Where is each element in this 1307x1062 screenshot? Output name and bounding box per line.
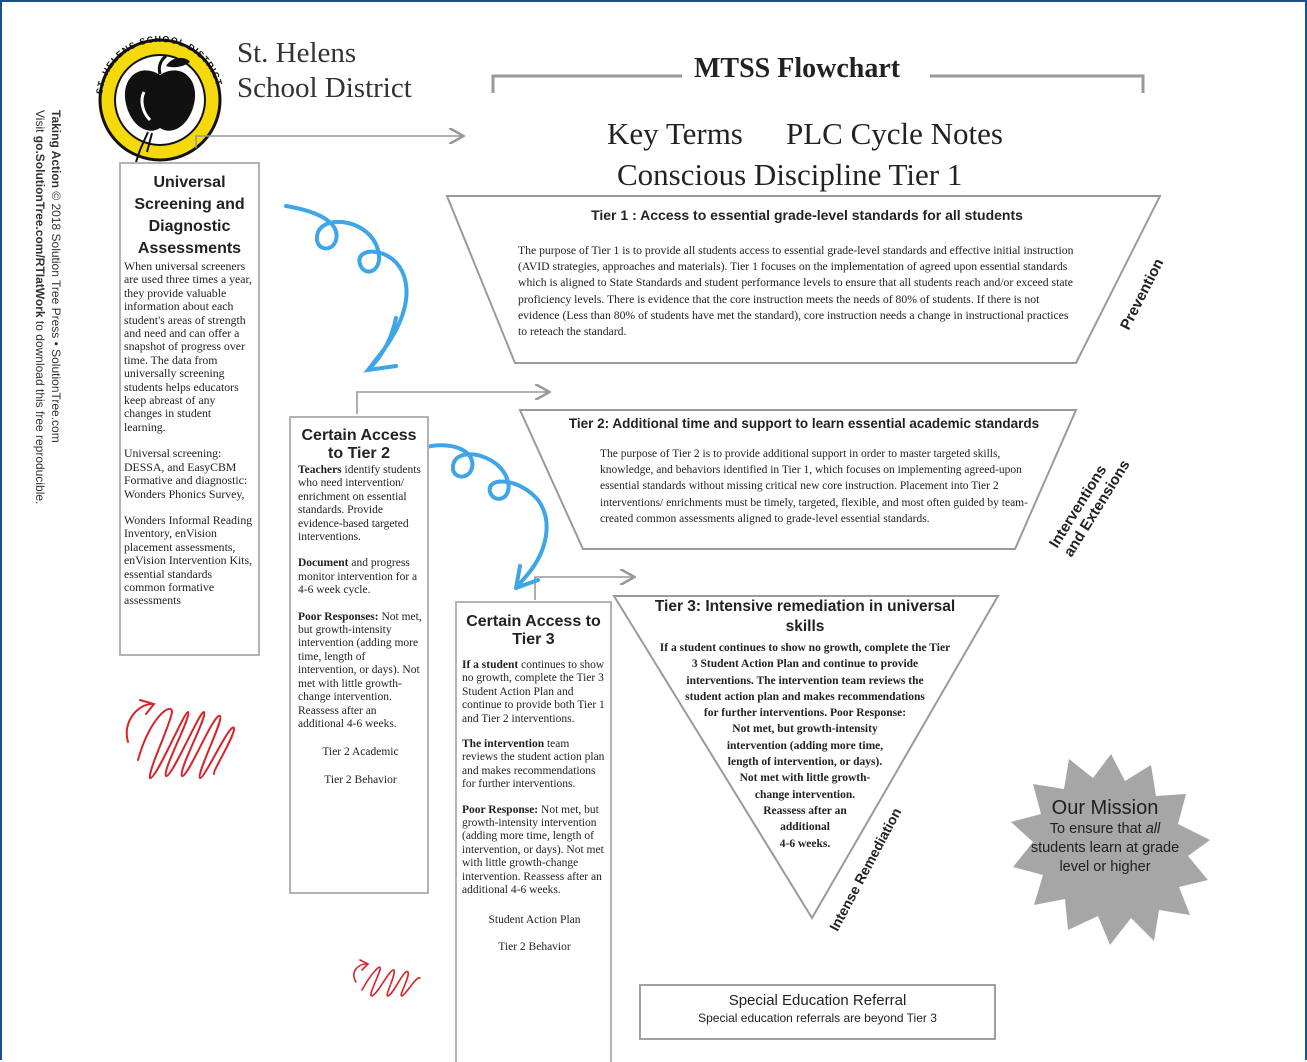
tier3-description-line: If a student continues to show no growth… — [659, 642, 951, 654]
credit-publisher: © 2018 Solution Tree Press • SolutionTre… — [49, 188, 63, 443]
tier3-description-line: Not met, but growth-intensity — [732, 723, 878, 736]
tier2-access-paragraph: Teachers identify students who need inte… — [298, 464, 421, 544]
student-action-plan-link[interactable]: Student Action Plan — [488, 913, 581, 926]
tier3-description: If a student continues to show no growth… — [620, 640, 990, 852]
tier3-heading-line-1: Tier 3: Intensive remediation in univers… — [654, 598, 956, 615]
copyright-credit: Taking Action © 2018 Solution Tree Press… — [32, 110, 64, 550]
sped-referral-box[interactable]: Special Education Referral Special educa… — [639, 984, 996, 1040]
mission-heading: Our Mission — [1051, 797, 1159, 819]
tier3-description-line: interventions. The intervention team rev… — [686, 674, 924, 687]
sped-referral-heading: Special Education Referral — [728, 992, 907, 1009]
mission-line-1: To ensure that all — [1049, 821, 1161, 837]
screening-tools-paragraph: Universal screening: DESSA, and EasyCBM … — [124, 446, 248, 501]
connector-arrow — [356, 392, 548, 414]
tier3-description-line: 4-6 weeks. — [779, 837, 831, 850]
page-title: MTSS Flowchart — [686, 53, 909, 85]
tier3-description-line: intervention (adding more time, — [726, 739, 884, 752]
tier3-access-heading: Certain Access to Tier 3 — [466, 613, 601, 648]
tier3-triangle — [612, 595, 1000, 920]
tier2-access-box: Certain Access to Tier 2 Teachers identi… — [289, 416, 429, 894]
tier3-description-line: 3 Student Action Plan and continue to pr… — [691, 658, 919, 671]
tier2-behavior-link[interactable]: Tier 2 Behavior — [324, 773, 397, 786]
tier3-description-line: Not met with little growth- — [739, 772, 871, 785]
tier2-description: The purpose of Tier 2 is to provide addi… — [600, 448, 1028, 525]
red-scribble — [125, 699, 236, 780]
conscious-discipline-link[interactable]: Conscious Discipline Tier 1 — [617, 157, 963, 192]
tier3-behavior-link[interactable]: Tier 2 Behavior — [498, 940, 571, 953]
tier2-trapezoid — [518, 409, 1078, 550]
mission-line-2: students learn at grade — [1030, 840, 1180, 856]
tier2-poor-response-paragraph: Poor Responses: Not met, but growth-inte… — [298, 610, 422, 730]
screening-paragraph: When universal screeners are used three … — [124, 259, 252, 434]
connector-arrow — [195, 136, 462, 148]
screening-heading: Universal Screening and Diagnostic Asses… — [134, 174, 245, 257]
tier1-heading: Tier 1 : Access to essential grade-level… — [591, 207, 1023, 223]
blue-curly-arrow — [420, 443, 549, 590]
district-line-2: School District — [237, 72, 412, 104]
mission-starburst — [1011, 754, 1210, 945]
key-terms-link[interactable]: Key Terms — [607, 116, 743, 151]
plc-cycle-notes-link[interactable]: PLC Cycle Notes — [786, 116, 1003, 151]
district-logo: ST. HELENS SCHOOL DISTRICT — [94, 34, 223, 163]
tier3-poor-response-paragraph: Poor Response: Not met, but growth-inten… — [462, 803, 604, 897]
tier3-description-line: Reassess after an — [763, 804, 847, 817]
credit-book-title: Taking Action — [49, 110, 63, 188]
mission-line-3: level or higher — [1059, 859, 1151, 875]
tier2-document-paragraph: Document and progress monitor interventi… — [298, 557, 418, 597]
connector-arrow — [534, 577, 633, 600]
district-name: St. Helens School District — [237, 36, 412, 106]
tier3-description-line: student action plan and makes recommenda… — [685, 690, 925, 703]
tier2-heading: Tier 2: Additional time and support to l… — [568, 416, 1040, 431]
sped-referral-body: Special education referrals are beyond T… — [698, 1011, 937, 1025]
mission-statement: Our Mission To ensure that all students … — [1010, 796, 1200, 877]
tier3-intervention-paragraph: The intervention team reviews the studen… — [462, 738, 605, 791]
tier2-academic-link[interactable]: Tier 2 Academic — [322, 746, 399, 759]
tier3-access-box: Certain Access to Tier 3 If a student co… — [455, 601, 612, 1062]
credit-url-link[interactable]: go.SolutionTree.com/RTIatWork — [33, 135, 47, 318]
tier3-access-paragraph: If a student continues to show no growth… — [462, 659, 605, 725]
tier3-heading-line-2: skills — [785, 618, 825, 635]
tier3-description-line: additional — [780, 821, 830, 834]
tier1-description: The purpose of Tier 1 is to provide all … — [518, 244, 1074, 339]
red-scribble — [353, 959, 421, 997]
tier1-trapezoid — [445, 195, 1162, 364]
tier3-description-line: for further interventions. Poor Response… — [703, 707, 907, 720]
tier3-description-line: length of intervention, or days). — [727, 756, 883, 769]
tier3-heading: Tier 3: Intensive remediation in univers… — [624, 597, 986, 637]
universal-screening-box: Universal Screening and Diagnostic Asses… — [119, 162, 260, 656]
credit-download-text: to download this free reproducible. — [33, 317, 47, 505]
diagnostic-tools-paragraph: Wonders Informal Reading Inventory, enVi… — [124, 512, 253, 608]
blue-curly-arrow — [284, 204, 409, 373]
apple-icon — [124, 70, 196, 131]
tier3-description-line: change intervention. — [754, 788, 856, 801]
tier2-access-heading: Certain Access to Tier 2 — [301, 427, 417, 462]
district-line-1: St. Helens — [237, 37, 357, 69]
credit-visit: Visit — [33, 110, 47, 136]
